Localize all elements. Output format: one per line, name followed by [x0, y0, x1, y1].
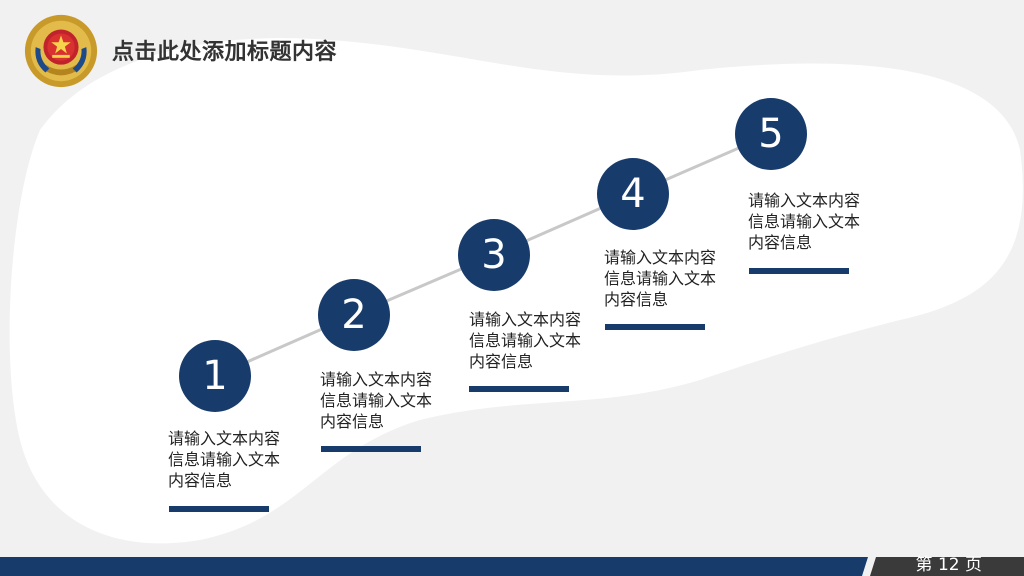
page-number: 第 12 页 [915, 555, 982, 575]
step-4-number: 4 [620, 171, 646, 217]
step-2-badge: 2 [318, 279, 390, 351]
step-3-number: 3 [481, 232, 507, 278]
page-title: 点击此处添加标题内容 [112, 40, 338, 65]
step-5-badge: 5 [735, 98, 807, 170]
police-emblem-icon [24, 14, 98, 88]
step-1-badge: 1 [179, 340, 251, 412]
step-5-text: 请输入文本内容信息请输入文本内容信息 [748, 191, 861, 252]
step-1-underline [169, 506, 269, 512]
step-1-number: 1 [202, 353, 228, 399]
step-3-underline [469, 386, 569, 392]
step-4-badge: 4 [597, 158, 669, 230]
step-2-text: 请输入文本内容信息请输入文本内容信息 [320, 370, 433, 431]
step-4-underline [605, 324, 705, 330]
step-5-number: 5 [758, 111, 784, 157]
step-1-text: 请输入文本内容信息请输入文本内容信息 [168, 429, 281, 490]
footer-bar [0, 557, 1024, 576]
step-2-number: 2 [341, 292, 367, 338]
step-5-underline [749, 268, 849, 274]
step-3-badge: 3 [458, 219, 530, 291]
step-2-underline [321, 446, 421, 452]
step-3-text: 请输入文本内容信息请输入文本内容信息 [469, 310, 582, 371]
step-4-text: 请输入文本内容信息请输入文本内容信息 [604, 248, 717, 309]
